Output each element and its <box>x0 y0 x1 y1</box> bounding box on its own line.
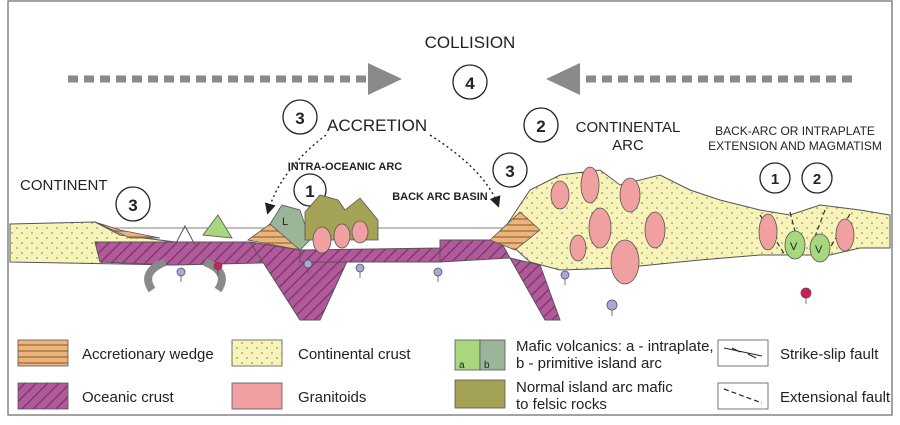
legend-label-normal-arc-2: to felsic rocks <box>516 396 607 413</box>
intra-oceanic-number-label: 1 <box>305 182 314 201</box>
accretion-label: ACCRETION <box>327 116 427 135</box>
legend-label-mafic-2: b - primitive island arc <box>516 355 662 372</box>
cont-granitoid-6 <box>611 240 639 284</box>
legend-swatch-granitoids <box>232 383 282 409</box>
backarc-granitoid-2 <box>836 219 854 251</box>
legend-swatch-strike-slip <box>718 340 768 366</box>
backarc-label-1: BACK-ARC OR INTRAPLATE <box>715 124 875 138</box>
cont-granitoid-7 <box>570 235 586 261</box>
backarc-symbol-v-2: V <box>815 244 823 256</box>
continental-arc-number-label: 2 <box>536 117 545 136</box>
back-arc-basin-label: BACK ARC BASIN <box>392 191 488 203</box>
continental-arc-label-2: ARC <box>612 137 644 154</box>
legend-label-normal-arc-1: Normal island arc mafic <box>516 379 673 396</box>
number-4-label: 4 <box>465 74 475 93</box>
legend-label-granitoids: Granitoids <box>298 389 366 406</box>
cont-granitoid-2 <box>581 167 599 203</box>
legend-swatch-continental <box>232 340 282 366</box>
collision-arrow-right <box>546 63 852 95</box>
backarc-number-1-label: 1 <box>771 171 779 188</box>
convection-arrow-left <box>148 262 165 290</box>
legend-swatch-mafic-a-label: a <box>459 360 465 371</box>
backarc-granitoid-1 <box>759 214 777 250</box>
legend: Accretionary wedge Oceanic crust Contine… <box>18 338 891 413</box>
wedge-number-label: 3 <box>505 162 514 181</box>
legend-swatch-oceanic <box>18 383 68 409</box>
legend-swatch-wedge <box>18 340 68 366</box>
legend-label-extensional: Extensional fault <box>780 389 891 406</box>
legend-label-continental: Continental crust <box>298 346 411 363</box>
legend-swatch-mafic-b-label: b <box>484 360 490 371</box>
arc-granitoid-1 <box>313 227 331 253</box>
arc-granitoid-3 <box>352 221 368 243</box>
backarc-label-2: EXTENSION AND MAGMATISM <box>708 139 882 153</box>
intra-oceanic-arc-label: INTRA-OCEANIC ARC <box>288 161 403 173</box>
legend-label-strike-slip: Strike-slip fault <box>780 346 879 363</box>
collision-arrow-left <box>68 63 402 95</box>
backarc-symbol-v-1: V <box>790 241 798 253</box>
seamount-volcano <box>203 215 232 238</box>
cont-granitoid-4 <box>589 208 611 248</box>
backarc-number-2-label: 2 <box>813 171 821 188</box>
legend-swatch-normal-arc <box>455 380 505 408</box>
legend-label-wedge: Accretionary wedge <box>82 346 214 363</box>
collision-label: COLLISION <box>425 33 516 52</box>
continental-arc-label-1: CONTINENTAL <box>576 119 681 136</box>
legend-label-oceanic: Oceanic crust <box>82 389 175 406</box>
cont-granitoid-1 <box>551 181 569 209</box>
arc-symbol-l: L <box>282 216 288 228</box>
accretion-number-label: 3 <box>295 109 304 128</box>
cont-granitoid-3 <box>620 178 640 212</box>
cont-granitoid-5 <box>645 212 665 248</box>
arc-granitoid-2 <box>334 224 350 248</box>
continent-number-label: 3 <box>128 196 137 215</box>
legend-label-mafic-1: Mafic volcanics: a - intraplate, <box>516 338 714 355</box>
continent-label: CONTINENT <box>20 177 108 194</box>
